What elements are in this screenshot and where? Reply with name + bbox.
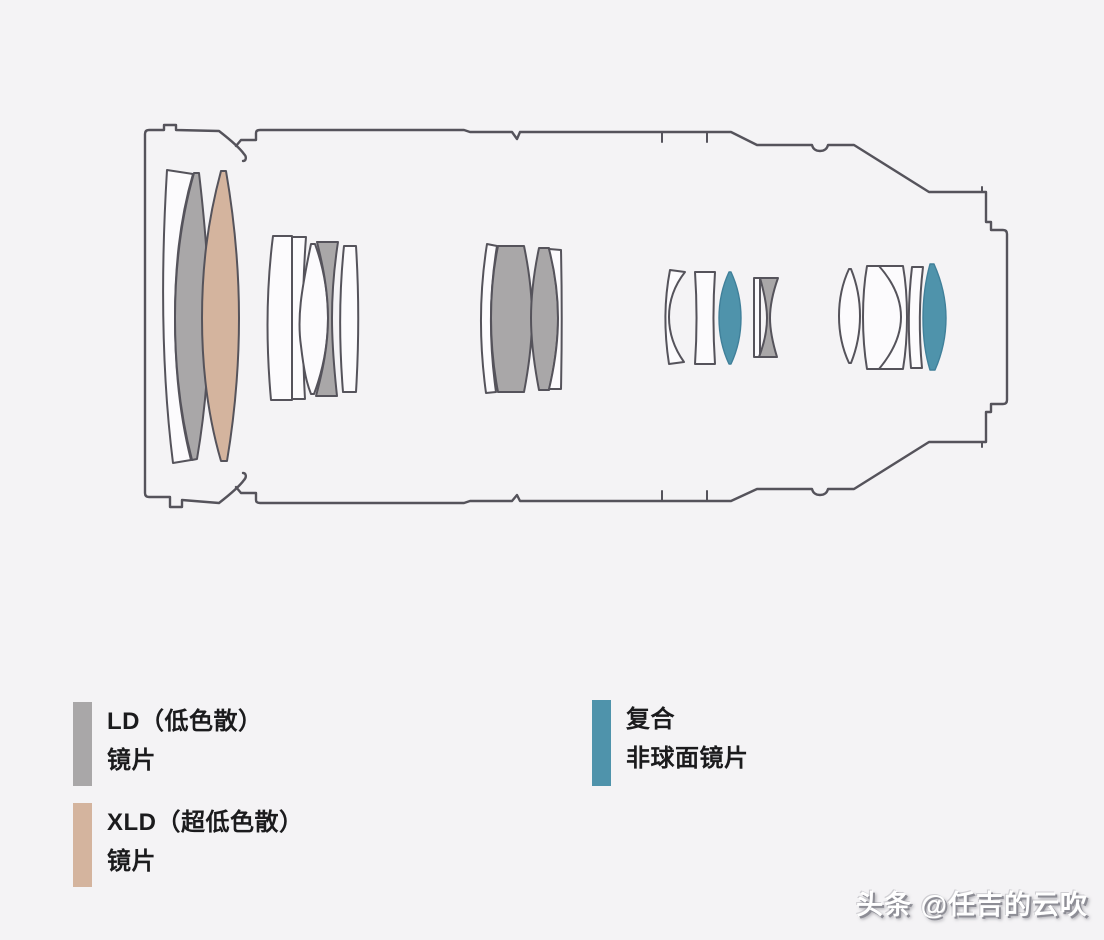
- ld-element-5: [758, 277, 779, 358]
- group2-meniscus-rear: [339, 245, 360, 393]
- legend-label-xld-line1: XLD（超低色散）: [107, 809, 304, 836]
- legend-label-hybrid-line2: 非球面镜片: [626, 745, 749, 772]
- hybrid-aspherical-element-1: [718, 271, 742, 365]
- legend-item-hybrid-aspherical: 复合 非球面镜片: [592, 700, 749, 786]
- legend-swatch-xld: [73, 803, 92, 887]
- legend-swatch-ld: [73, 702, 92, 786]
- legend-item-ld: LD（低色散） 镜片: [73, 702, 263, 786]
- group5-thin-meniscus: [907, 266, 924, 369]
- legend-item-xld: XLD（超低色散） 镜片: [73, 803, 304, 887]
- watermark: 头条 @任吉的云吹: [856, 890, 1088, 920]
- legend-label-xld-line2: 镜片: [107, 848, 156, 875]
- group3-concave-wrap: [548, 248, 563, 390]
- legend-label-ld-line1: LD（低色散）: [107, 708, 263, 735]
- legend-label-xld: XLD（超低色散） 镜片: [107, 803, 304, 881]
- barrel-front-section: [143, 123, 247, 509]
- legend-swatch-hybrid-aspherical: [592, 700, 611, 786]
- legend-label-ld-line2: 镜片: [107, 747, 156, 774]
- lens-barrel-outline: [143, 123, 1009, 509]
- hybrid-aspherical-element-2: [922, 263, 947, 371]
- group4-plano-strip: [753, 277, 761, 358]
- lens-group-second: [266, 235, 360, 401]
- lens-group-middle: [479, 243, 563, 394]
- xld-element: [201, 170, 240, 462]
- legend-label-hybrid-line1: 复合: [626, 706, 675, 733]
- legend-label-hybrid-aspherical: 复合 非球面镜片: [626, 700, 749, 778]
- group2-meniscus-wide: [266, 235, 293, 401]
- group4-thin-biconcave: [694, 271, 716, 365]
- legend-label-ld: LD（低色散） 镜片: [107, 702, 263, 780]
- group5-biconvex-narrow: [838, 268, 861, 364]
- ld-element-3: [490, 245, 533, 393]
- lens-group-fourth: [664, 269, 779, 365]
- group4-concave-meniscus: [664, 269, 686, 365]
- ld-element-2: [315, 241, 339, 397]
- barrel-tick-marks: [661, 132, 983, 501]
- barrel-main-body: [234, 128, 1009, 505]
- group5-cemented-interface: [878, 265, 903, 370]
- lens-group-front: [162, 169, 240, 464]
- lens-group-rear: [838, 263, 947, 371]
